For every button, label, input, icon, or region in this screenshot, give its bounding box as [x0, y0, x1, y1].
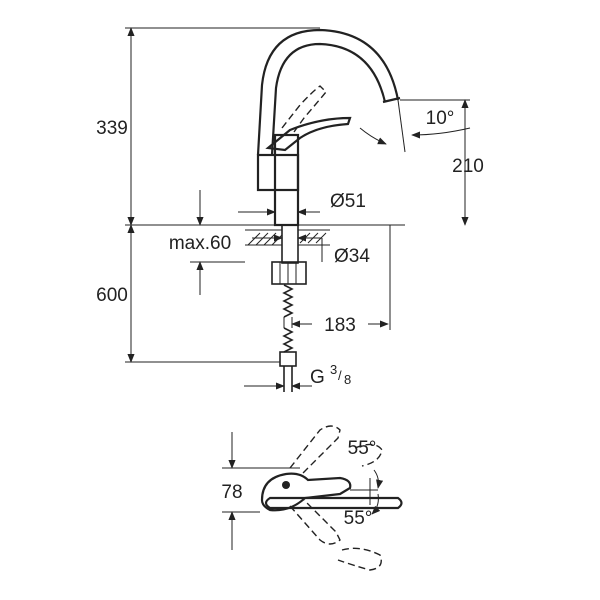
dim-connection-num: 3 — [330, 362, 337, 377]
top-lever-up — [289, 425, 341, 475]
dim-spout-height: 210 — [452, 156, 484, 177]
flex-hose-lower — [282, 327, 294, 353]
top-body — [260, 472, 352, 512]
spout — [256, 28, 400, 156]
flex-hose-upper — [282, 284, 294, 318]
lever — [265, 116, 352, 152]
dim-hose-length: 600 — [96, 285, 128, 306]
dim-reach: 183 — [324, 315, 356, 336]
hose-connector — [279, 351, 297, 367]
mounting-stud — [281, 224, 299, 264]
dim-connection-den: 8 — [344, 372, 351, 387]
dim-connection: G — [310, 367, 325, 388]
top-cartridge — [282, 481, 290, 489]
top-spout — [264, 496, 403, 510]
top-lever-down-end — [337, 547, 382, 571]
dim-deck-thickness: max.60 — [169, 233, 231, 254]
dim-lever-angle-down: 55° — [344, 508, 373, 529]
dim-body-diameter: Ø51 — [330, 191, 366, 212]
swivel-housing — [256, 153, 300, 192]
top-view: 78 55° 55° — [221, 425, 403, 571]
dim-lever-depth: 78 — [221, 482, 242, 503]
spout-inner — [270, 42, 387, 156]
lever-raised — [281, 85, 327, 133]
dim-hole-diameter: Ø34 — [334, 246, 370, 267]
spout-tip — [382, 96, 401, 104]
top-lever-down — [289, 499, 341, 545]
dim-connection-slash: / — [338, 368, 342, 383]
side-view: 339 600 210 10° Ø51 max.60 Ø34 183 — [96, 27, 484, 392]
mounting-nut — [271, 261, 307, 285]
dim-lever-angle-up: 55° — [348, 438, 377, 459]
dim-overall-height: 339 — [96, 118, 128, 139]
top-lever-up-end — [354, 443, 383, 467]
dim-swivel-angle: 10° — [426, 108, 455, 129]
